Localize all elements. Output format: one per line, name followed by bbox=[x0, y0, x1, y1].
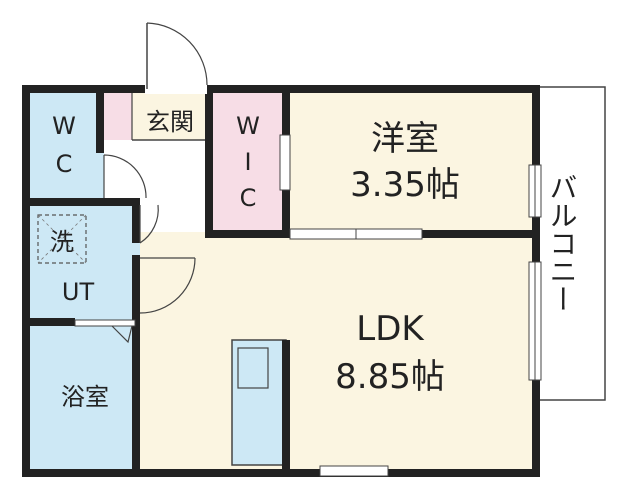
bath-label: 浴室 bbox=[61, 383, 109, 411]
balcony-label: バルコニー bbox=[546, 173, 579, 313]
wic-label-1: W bbox=[236, 112, 260, 140]
laundry-label: 洗 bbox=[50, 228, 74, 256]
yoshitsu-size: 3.35帖 bbox=[350, 165, 460, 205]
bath-floor bbox=[30, 325, 140, 470]
laundry-floor bbox=[30, 205, 140, 325]
ut-label: UT bbox=[62, 278, 95, 306]
wic-floor bbox=[212, 92, 288, 232]
ut-door-swing bbox=[139, 204, 159, 244]
wic-label-2: I bbox=[244, 148, 251, 176]
wc-label-bottom: C bbox=[56, 150, 73, 178]
ldk-door-swing bbox=[139, 257, 196, 314]
yoshitsu-floor bbox=[288, 92, 533, 232]
ldk-name: LDK bbox=[356, 309, 425, 349]
entrance-gap bbox=[145, 84, 207, 94]
laundry-pan-diagonal-1 bbox=[37, 214, 87, 264]
wc-door-swing bbox=[103, 154, 147, 199]
wic-label-3: C bbox=[240, 184, 257, 212]
laundry-pan bbox=[37, 214, 87, 264]
bath-door bbox=[74, 319, 136, 327]
wc-floor bbox=[30, 92, 104, 205]
kitchen-sink bbox=[237, 347, 269, 389]
balcony bbox=[532, 86, 606, 401]
bath-door-mark bbox=[111, 325, 133, 344]
wc-label-top: W bbox=[52, 112, 76, 140]
entrance-door-swing bbox=[146, 22, 208, 86]
yoshitsu-name: 洋室 bbox=[371, 119, 439, 159]
laundry-pan-diagonal-2 bbox=[37, 214, 87, 264]
ldk-floor bbox=[140, 232, 533, 470]
genkan-label: 玄関 bbox=[146, 108, 194, 136]
genkan-inner-floor bbox=[132, 92, 208, 140]
ldk-size: 8.85帖 bbox=[335, 357, 445, 397]
wic-door bbox=[279, 134, 291, 191]
south-window bbox=[319, 465, 389, 477]
